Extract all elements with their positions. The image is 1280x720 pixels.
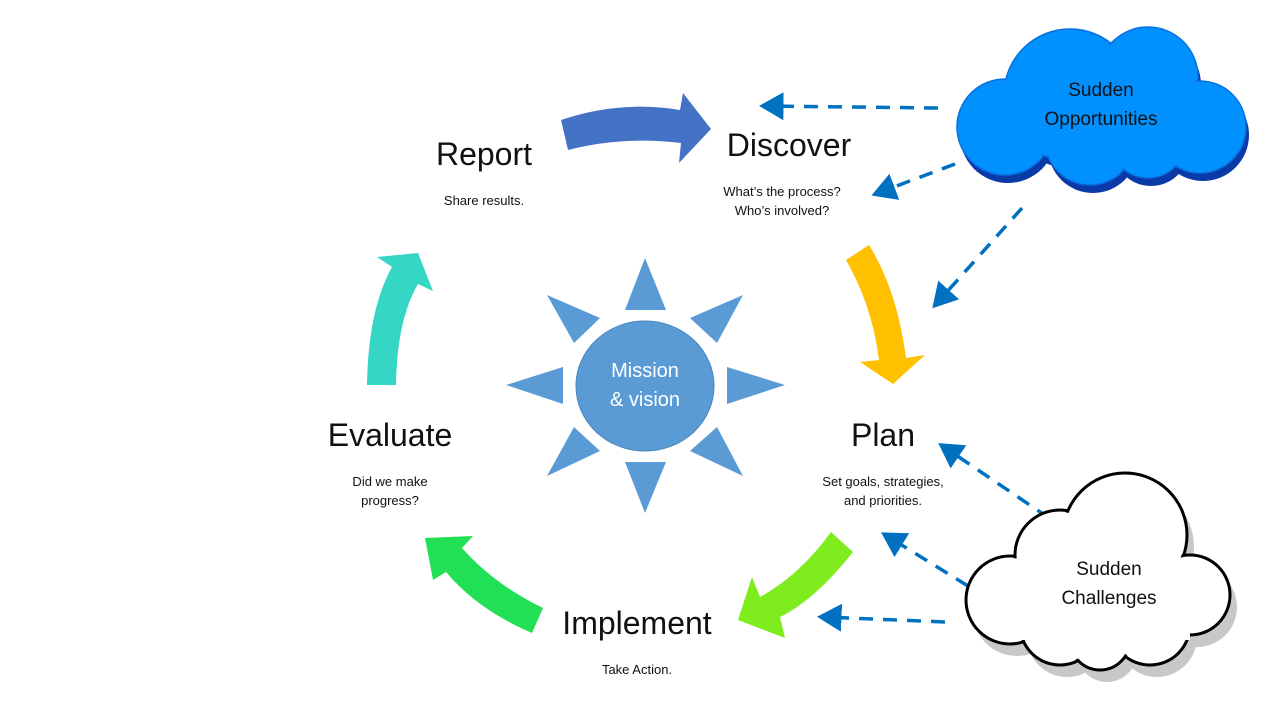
- stage-desc-implement: Take Action.: [601, 662, 673, 677]
- cloud-challenges: [964, 471, 1237, 682]
- arrow-report-to-discover: [561, 93, 711, 163]
- stage-title-evaluate: Evaluate: [327, 417, 453, 453]
- stage-title-report: Report: [435, 136, 533, 172]
- dashed-arrow-challenges-to-implement: [817, 603, 946, 632]
- dashed-arrow-opportunities-to-discover-desc: [871, 162, 956, 200]
- dashed-arrow-opportunities-to-plan: [932, 206, 1024, 309]
- stage-title-discover: Discover: [726, 127, 852, 163]
- stage-title-implement: Implement: [562, 605, 712, 641]
- stage-title-plan: Plan: [850, 417, 916, 453]
- arrow-evaluate-to-report: [367, 253, 433, 385]
- sun-rays: [506, 258, 785, 513]
- ray-right: [727, 367, 785, 404]
- arrow-discover-to-plan: [846, 245, 925, 384]
- ray-bottom-right: [690, 427, 743, 476]
- stage-desc-report: Share results.: [443, 193, 525, 208]
- dashed-arrow-challenges-to-plan: [938, 443, 1050, 520]
- arrow-implement-to-evaluate: [425, 536, 543, 633]
- cloud-challenges-label: Sudden Challenges: [1061, 559, 1157, 609]
- ray-top-left: [547, 295, 600, 343]
- cloud-opportunities: [956, 26, 1249, 193]
- stage-desc-evaluate: Did we make progress?: [352, 474, 428, 508]
- stage-desc-discover: What’s the process? Who’s involved?: [723, 184, 841, 218]
- ray-left: [506, 367, 563, 404]
- ray-top: [625, 258, 666, 310]
- dashed-arrow-challenges-to-plan-desc: [881, 532, 969, 588]
- ray-bottom: [625, 462, 666, 513]
- dashed-arrow-opportunities-to-discover: [759, 92, 939, 121]
- mission-vision-circle: [575, 320, 715, 452]
- arrow-plan-to-implement: [738, 532, 853, 638]
- ray-top-right: [690, 295, 743, 343]
- mission-vision-label: Mission & vision: [609, 360, 681, 411]
- stage-desc-plan: Set goals, strategies, and priorities.: [822, 474, 944, 508]
- dashed-arrows: [759, 92, 1050, 632]
- ray-bottom-left: [547, 427, 600, 476]
- cloud-opportunities-label: Sudden Opportunities: [1044, 80, 1158, 130]
